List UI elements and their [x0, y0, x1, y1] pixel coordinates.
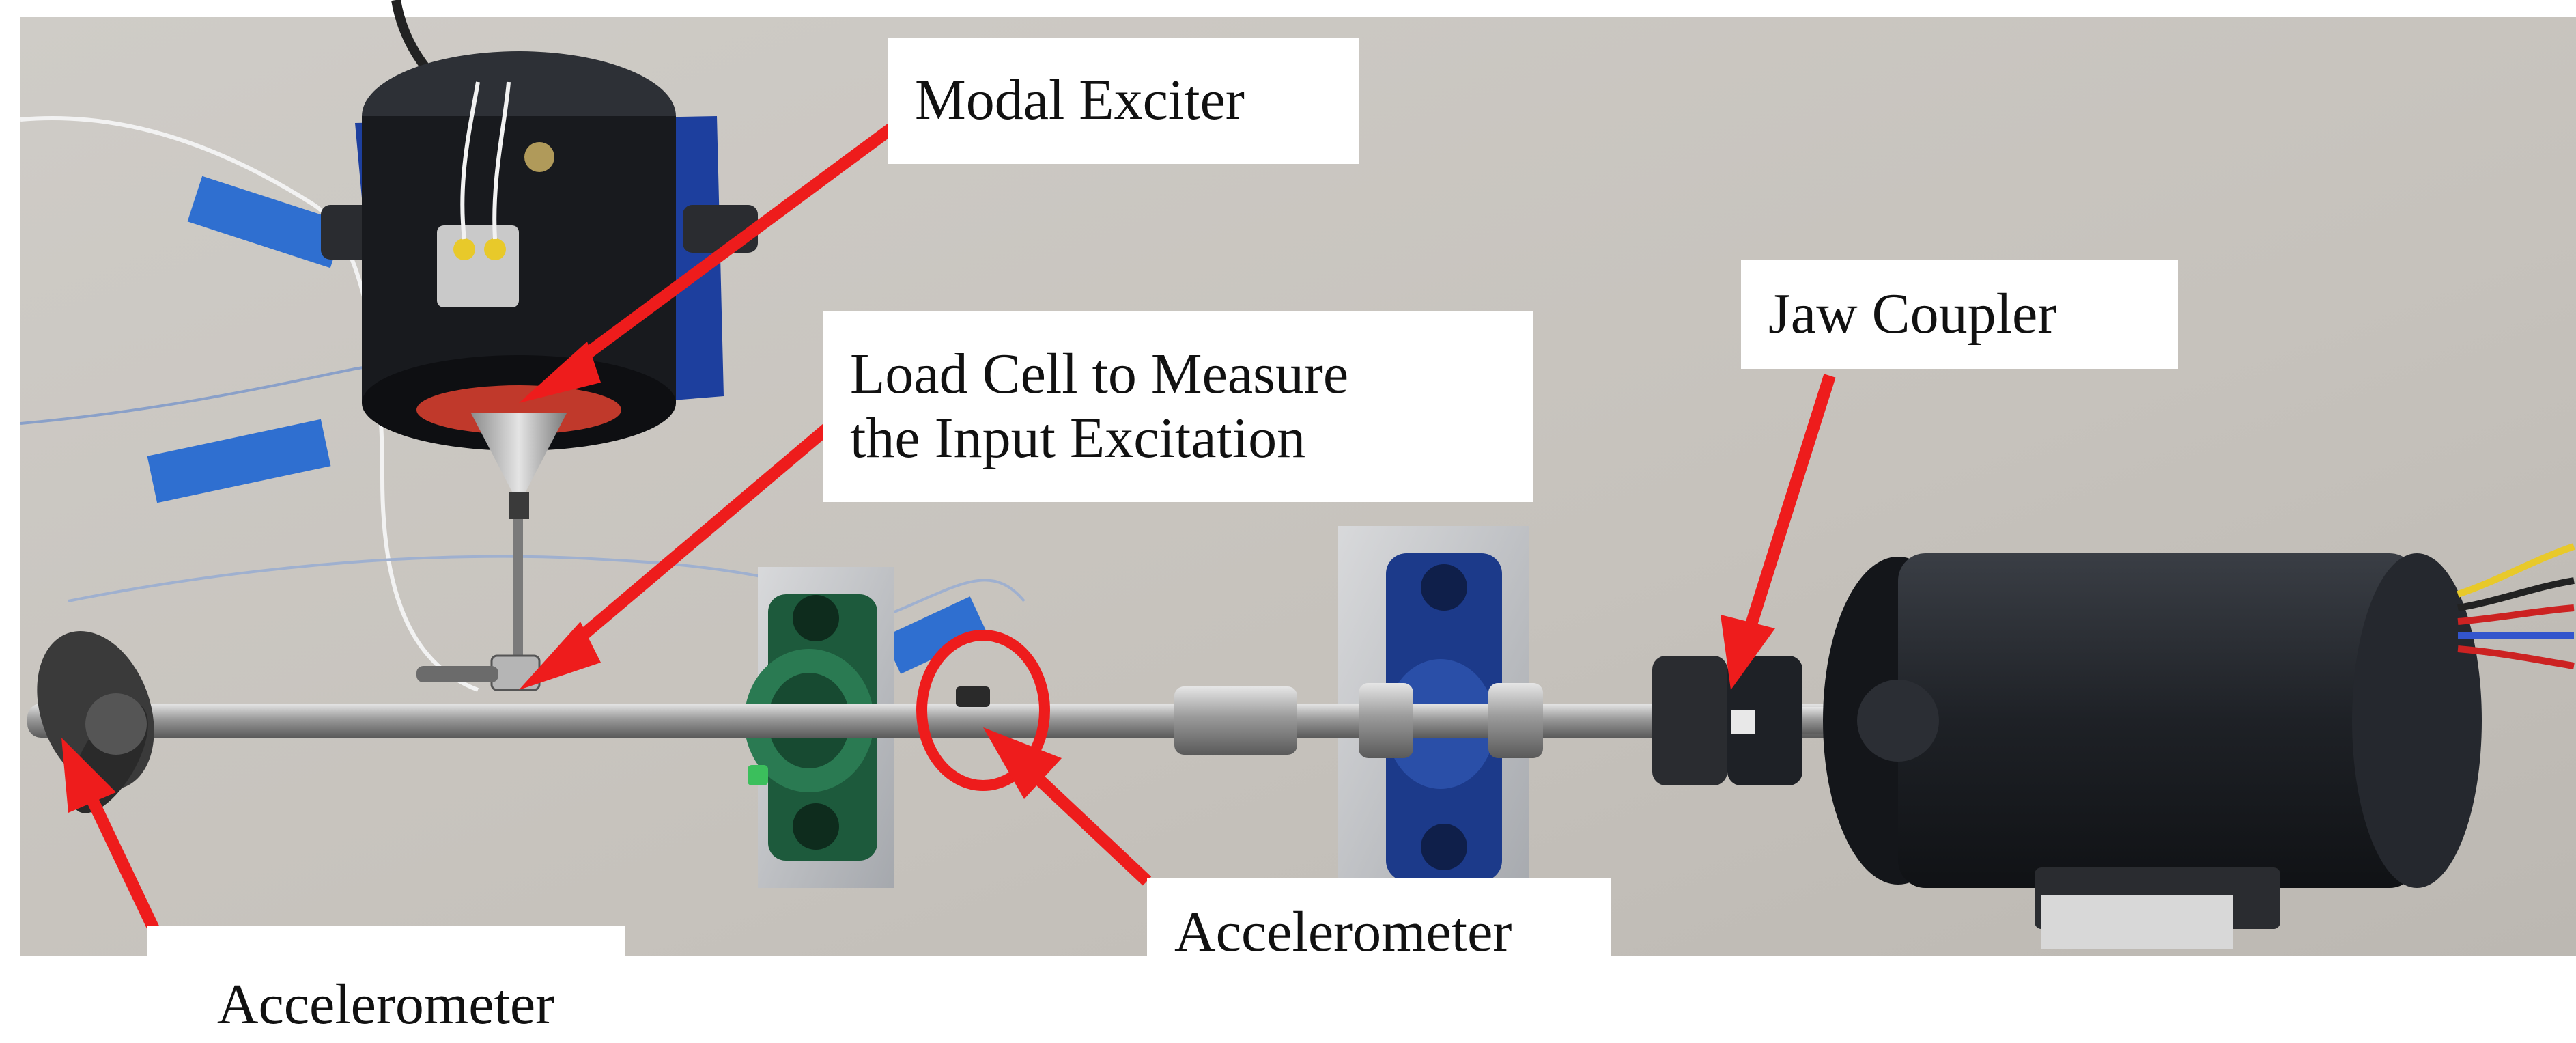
electric-motor [1823, 553, 2482, 949]
highlight-circle [916, 630, 1050, 791]
shaft-collar [1359, 683, 1413, 758]
arrow-jaw-coupler [1721, 374, 1836, 690]
label-text: Accelerometer [216, 972, 555, 1036]
rotor-shaft [27, 704, 1939, 738]
arrow-accelerometer-middle [983, 727, 1152, 886]
label-accelerometer-middle: Accelerometer [1147, 878, 1611, 987]
label-jaw-coupler: Jaw Coupler [1741, 260, 2178, 369]
label-load-cell: Load Cell to Measure the Input Excitatio… [823, 311, 1533, 502]
label-text-line1: Load Cell to Measure [850, 342, 1349, 406]
blue-tape-strips [147, 176, 988, 674]
accelerometer-sensor [956, 686, 990, 707]
label-text: Jaw Coupler [1768, 281, 2057, 346]
shaft-collar [1174, 686, 1297, 755]
shaft-collar [1488, 683, 1543, 758]
jaw-coupler [1652, 656, 1802, 785]
stinger-rod [513, 519, 523, 669]
arrow-modal-exciter [519, 111, 912, 403]
modal-exciter [321, 51, 758, 519]
motor-wires [2457, 543, 2575, 669]
arrow-load-cell [519, 419, 837, 690]
sensor-cable [20, 115, 479, 692]
label-accelerometer-left: Accelerometer [147, 926, 625, 1043]
label-text: Accelerometer [1174, 900, 1512, 964]
label-text-line2: the Input Excitation [850, 406, 1306, 470]
annotation-arrows [61, 111, 1836, 938]
label-modal-exciter: Modal Exciter [888, 38, 1359, 164]
sensor-cable [887, 579, 1025, 616]
label-text: Modal Exciter [915, 68, 1245, 133]
arrow-accelerometer-left [61, 738, 163, 938]
load-cell-connector [416, 666, 498, 682]
